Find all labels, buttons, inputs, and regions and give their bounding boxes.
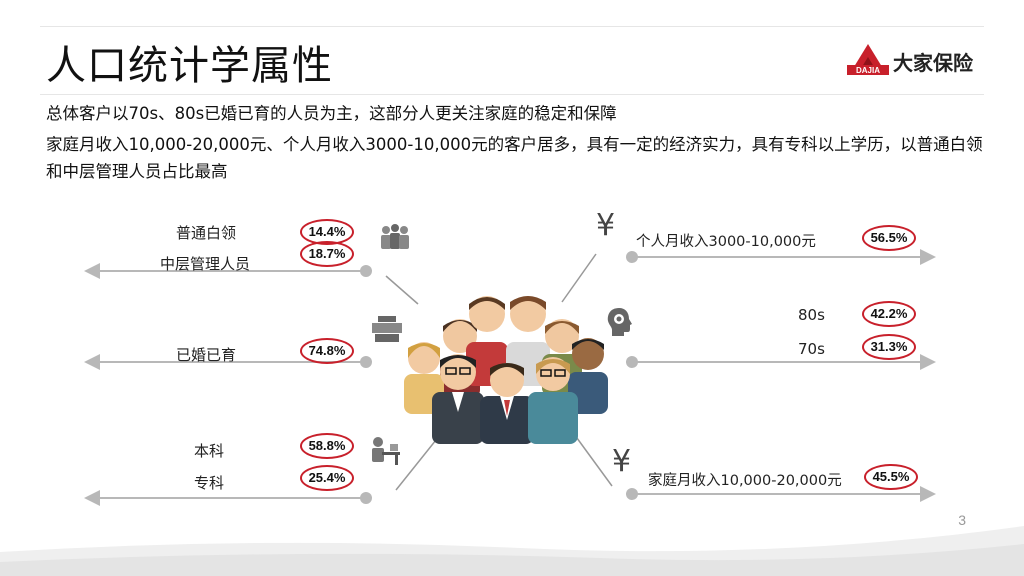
business-people-icon [381,224,409,249]
summary-line-1: 总体客户以70s、80s已婚已育的人员为主，这部分人更关注家庭的稳定和保障 [46,104,617,123]
logo-mark-icon: DAJIA [847,44,889,75]
marital-pct: 74.8% [300,338,354,364]
connector-bottom-right [573,433,613,487]
logo-badge: DAJIA [856,66,880,75]
age-pct-0: 42.2% [862,301,916,327]
student-desk-icon [372,437,400,465]
yen-icon-personal: ¥ [596,208,616,243]
marital-dot [360,356,372,368]
slide-title: 人口统计学属性 [46,43,333,89]
personal-income-label: 个人月收入3000-10,000元 [636,234,816,250]
occupation-dot [360,265,372,277]
occupation-label-0: 普通白领 [176,224,237,242]
age-dot [626,356,638,368]
person-front-3 [528,357,578,444]
connector-bottom-left [395,439,437,491]
education-label-0: 本科 [194,442,225,460]
summary-line-2: 家庭月收入10,000-20,000元、个人月收入3000-10,000元的客户… [46,135,983,181]
summary-text: 总体客户以70s、80s已婚已育的人员为主，这部分人更关注家庭的稳定和保障 家庭… [46,100,986,189]
age-label-0: 80s [798,306,825,324]
occupation-pct-1: 18.7% [300,241,354,267]
education-dot [360,492,372,504]
family-icon [372,316,402,342]
personal-income-pct: 56.5% [862,225,916,251]
title-divider [40,94,984,95]
education-pct-1: 25.4% [300,465,354,491]
age-pct-1: 31.3% [862,334,916,360]
education-label-1: 专科 [194,474,225,492]
logo-text: 大家保险 [893,51,973,75]
family-income-label: 家庭月收入10,000-20,000元 [648,473,842,489]
top-divider [40,26,984,27]
person-front-1 [432,354,484,444]
company-logo: DAJIA 大家保险 [845,41,995,81]
personal-income-dot [626,251,638,263]
person-back-6 [404,342,444,414]
age-label-1: 70s [798,340,825,358]
head-gear-icon [607,308,632,336]
occupation-label-1: 中层管理人员 [160,255,251,273]
family-income-dot [626,488,638,500]
family-income-pct: 45.5% [864,464,918,490]
person-front-2 [480,363,534,444]
marital-label: 已婚已育 [176,346,237,364]
page-number: 3 [958,512,966,528]
yen-icon-family: ¥ [612,444,632,479]
connector-top-right [561,253,597,303]
bottom-decoration [0,526,1024,576]
connector-top-left [385,275,419,305]
customer-group-illustration [404,296,608,444]
education-pct-0: 58.8% [300,433,354,459]
